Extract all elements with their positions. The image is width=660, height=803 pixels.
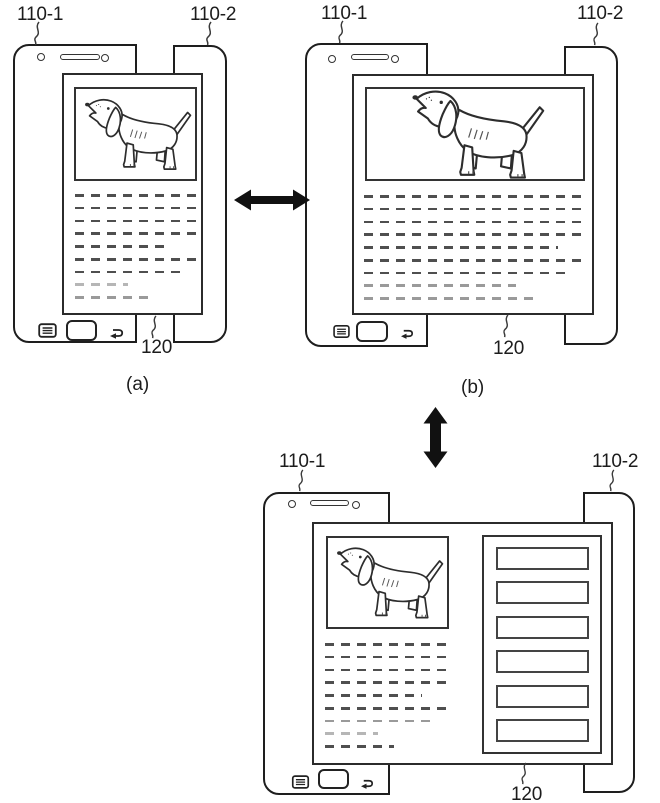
device-c-display (312, 522, 613, 765)
ref-label-back-panel: 110-2 (592, 451, 639, 472)
menu-list-item (495, 650, 589, 674)
figure-a-caption: (a) (126, 374, 150, 395)
photo-dog-image (326, 536, 449, 629)
speaker-icon (310, 500, 349, 506)
text-line (75, 283, 128, 287)
ref-label-back-panel: 110-2 (577, 3, 624, 24)
ref-label-back-panel: 110-2 (190, 4, 237, 25)
text-line (75, 206, 200, 210)
text-line (325, 719, 436, 723)
device-b-display (352, 74, 594, 315)
sensor-icon (352, 501, 360, 509)
text-line (75, 194, 200, 197)
back-icon (108, 327, 124, 339)
menu-list-item (495, 547, 589, 570)
text-line (325, 745, 395, 748)
text-line (364, 271, 570, 275)
text-line (364, 246, 558, 249)
figure-b-caption: (b) (461, 377, 485, 398)
camera-icon (37, 53, 45, 61)
ref-label-display: 120 (141, 337, 173, 358)
leader-line (590, 22, 602, 46)
menu-list-item (495, 615, 589, 639)
text-line (75, 245, 170, 248)
menu-icon (38, 323, 57, 338)
photo-dog-image (365, 87, 585, 181)
back-icon (399, 328, 414, 339)
menu-list-item (495, 684, 589, 708)
text-line (325, 694, 422, 697)
menu-list-item (495, 581, 589, 605)
text-line (364, 284, 516, 288)
ref-label-display: 120 (511, 784, 543, 803)
text-line (75, 232, 200, 235)
menu-icon (291, 775, 310, 789)
camera-icon (328, 55, 336, 63)
ref-label-front-panel: 110-1 (17, 4, 64, 25)
expand-horizontal-arrow-icon (234, 187, 310, 213)
menu-list-item (495, 718, 589, 742)
speaker-icon (351, 54, 389, 60)
text-line (325, 732, 379, 736)
text-placeholder-lines (325, 643, 449, 748)
text-line (364, 233, 587, 236)
home-button (318, 769, 349, 789)
expand-vertical-arrow-icon (423, 407, 448, 468)
text-line (75, 270, 183, 274)
text-line (325, 681, 449, 684)
text-placeholder-lines (364, 195, 587, 300)
home-button (356, 321, 388, 342)
sensor-icon (101, 54, 109, 62)
photo-dog-image (74, 87, 197, 181)
text-line (325, 668, 449, 672)
menu-list-panel (482, 535, 602, 754)
text-line (364, 207, 587, 211)
ref-label-front-panel: 110-1 (321, 3, 368, 24)
camera-icon (288, 500, 296, 508)
text-line (364, 220, 587, 224)
leader-line (500, 314, 512, 338)
device-a-display (62, 73, 203, 315)
text-placeholder-lines (75, 194, 200, 299)
text-line (75, 219, 200, 223)
text-line (325, 655, 449, 659)
text-line (75, 257, 200, 261)
speaker-icon (60, 54, 100, 60)
home-button (66, 320, 97, 341)
sensor-icon (391, 55, 399, 63)
text-line (325, 643, 449, 646)
text-line (75, 296, 148, 299)
text-line (325, 706, 449, 710)
text-line (364, 297, 534, 300)
menu-icon (333, 324, 350, 339)
ref-label-display: 120 (493, 338, 525, 359)
text-line (364, 258, 587, 262)
text-line (364, 195, 587, 198)
ref-label-front-panel: 110-1 (279, 451, 326, 472)
leader-line (148, 315, 160, 339)
back-icon (359, 778, 374, 789)
leader-line (518, 762, 530, 785)
